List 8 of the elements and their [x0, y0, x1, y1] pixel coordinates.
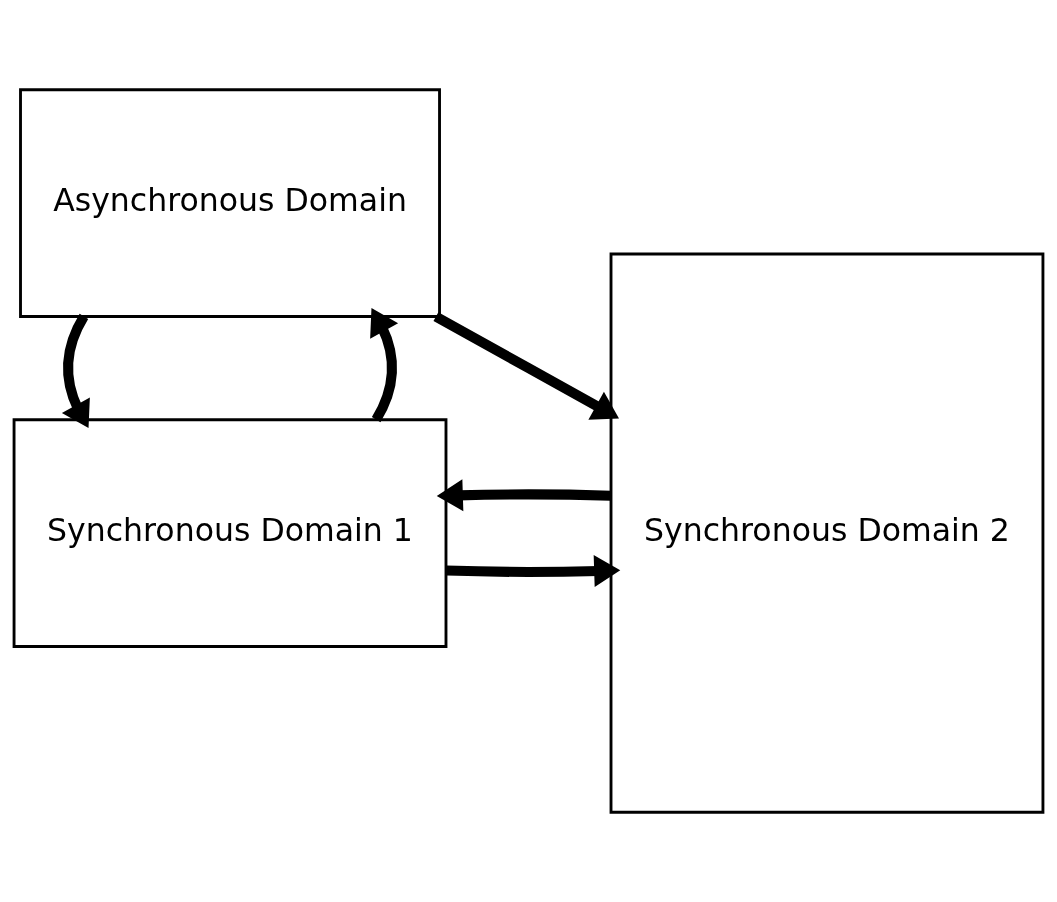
arrow — [433, 312, 619, 420]
node-box: Synchronous Domain 1 — [12, 418, 448, 648]
node-box: Asynchronous Domain — [19, 88, 441, 318]
node-box: Synchronous Domain 2 — [609, 252, 1045, 814]
arrow — [436, 479, 611, 512]
arrow — [446, 555, 621, 588]
arrow — [370, 308, 399, 423]
arrow — [61, 314, 90, 429]
